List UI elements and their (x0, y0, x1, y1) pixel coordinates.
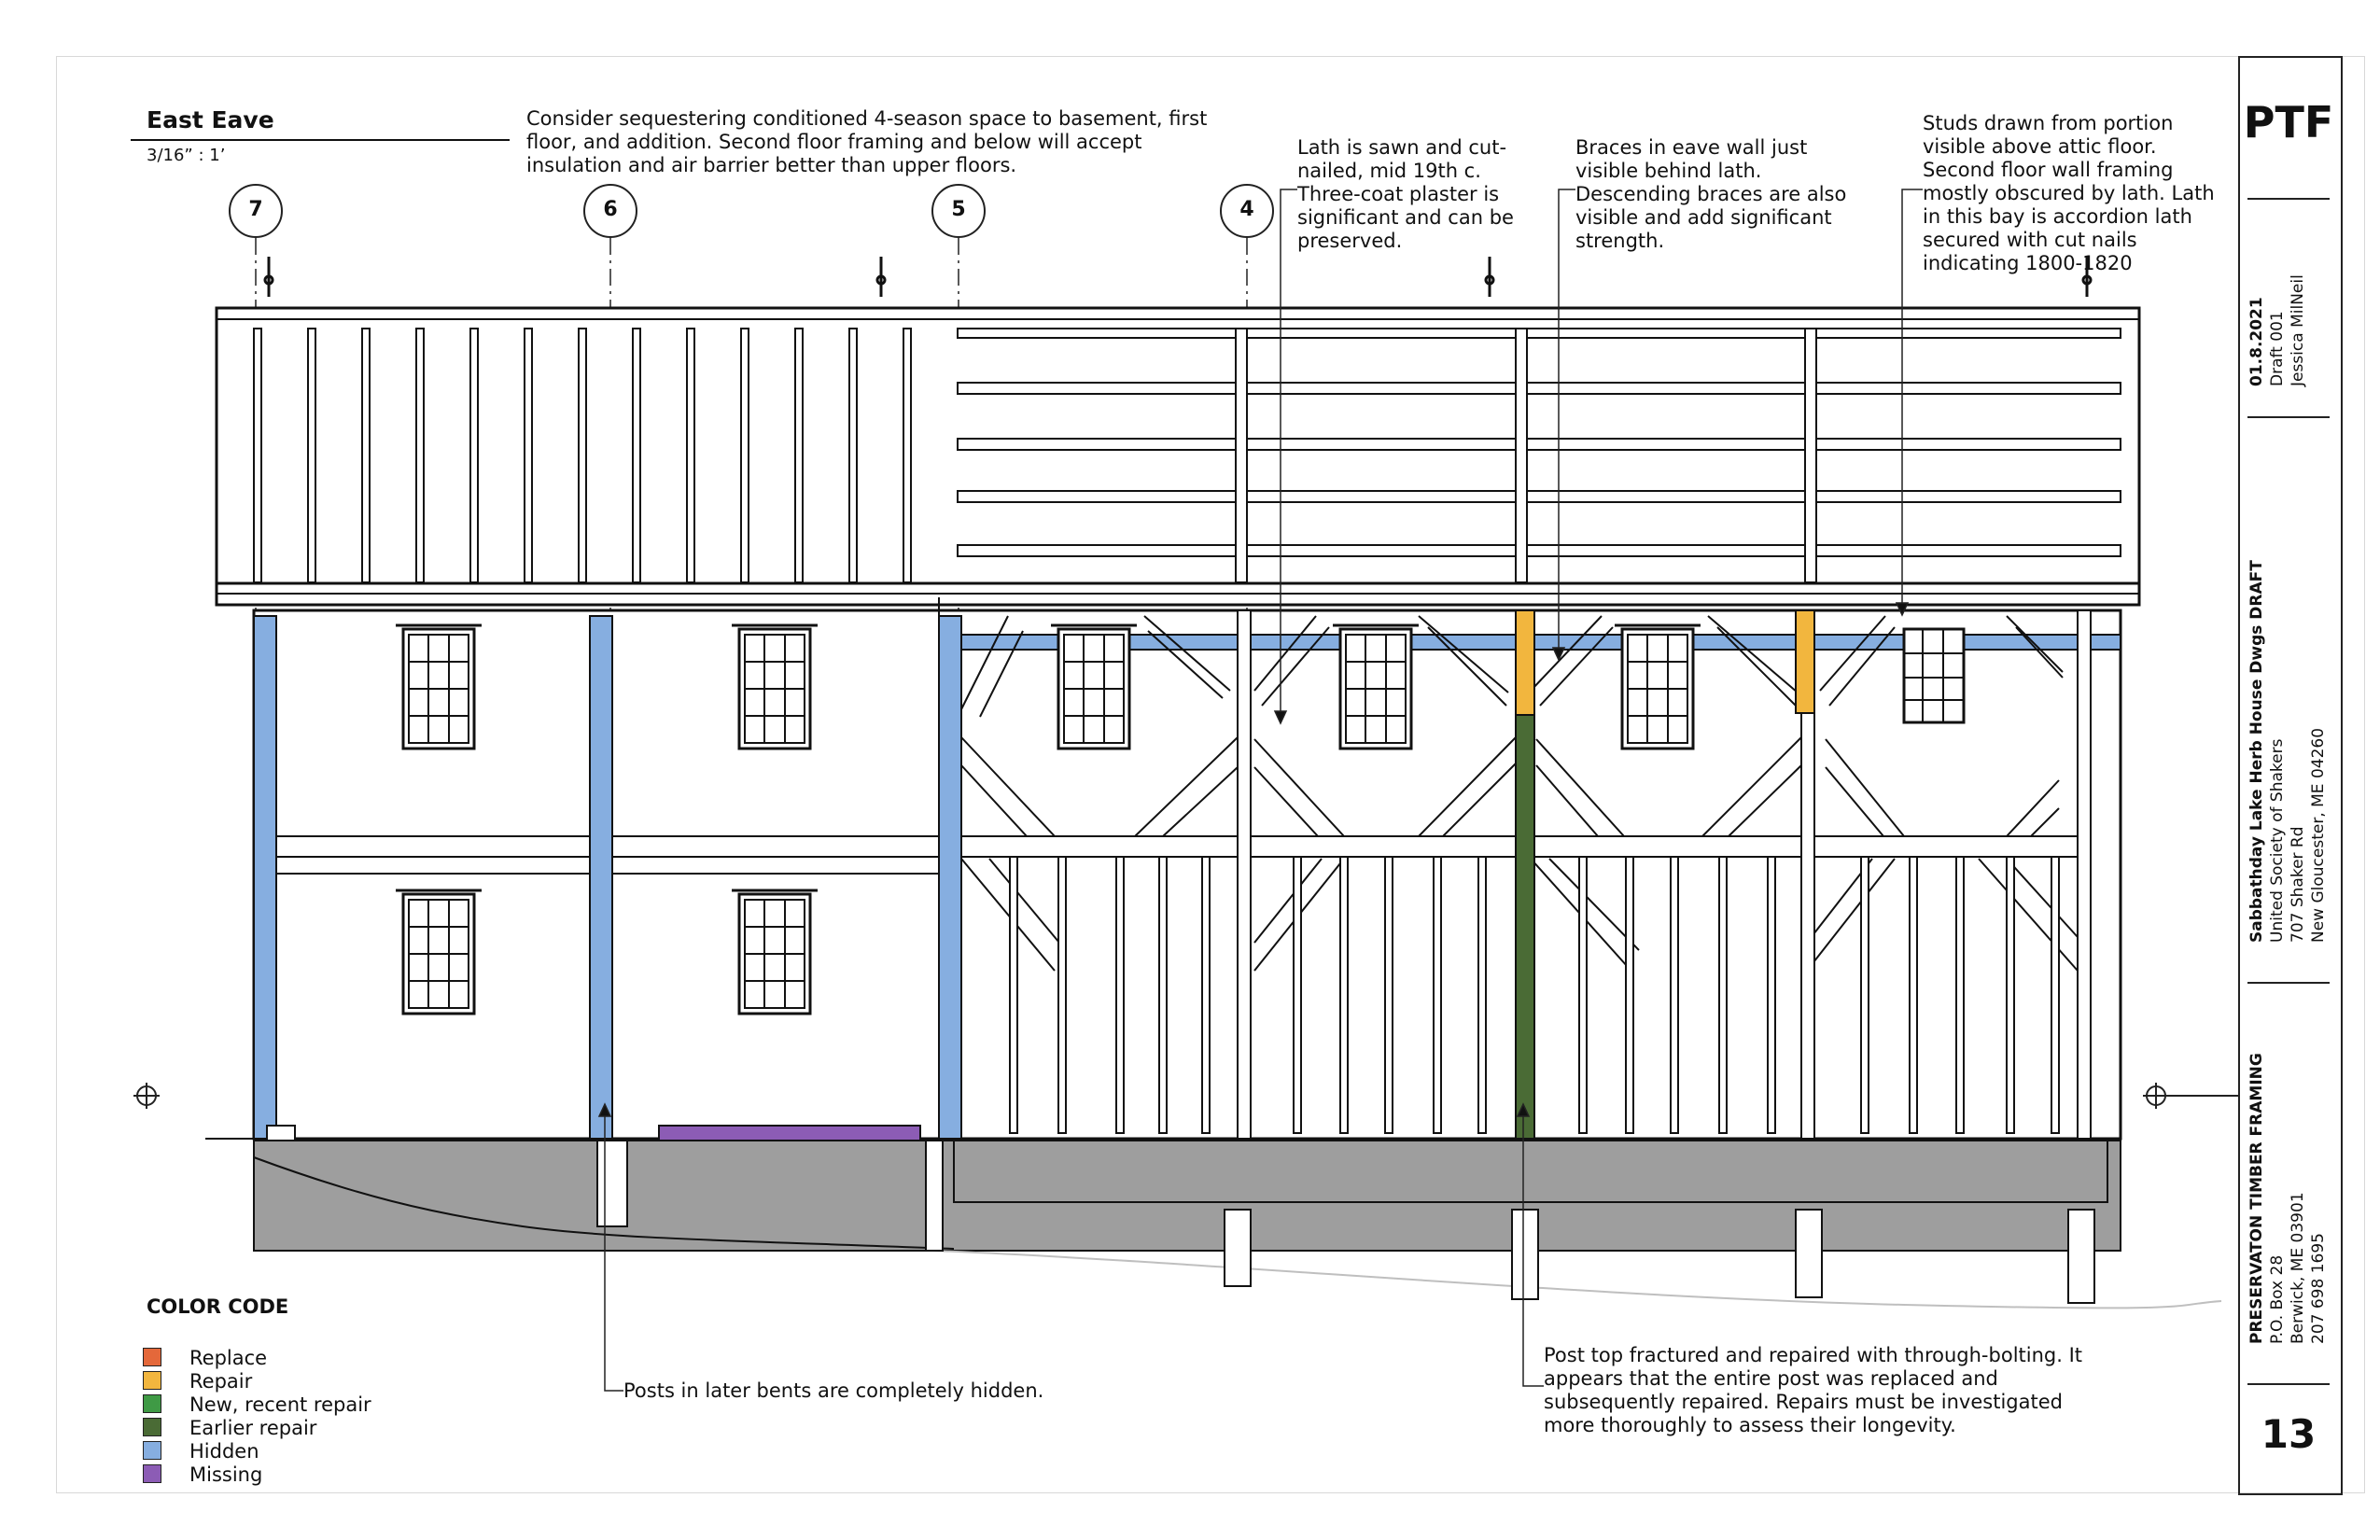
note-basement: Consider sequestering conditioned 4-seas… (526, 107, 1208, 176)
sheet-number: 13 (2261, 1411, 2317, 1457)
grid-label-6: 6 (603, 198, 618, 221)
legend-swatch (143, 1441, 161, 1460)
tb-divider (2247, 416, 2330, 418)
legend-swatch (143, 1418, 161, 1436)
legend-label: Replace (189, 1347, 268, 1369)
legend-item-missing: Missing (143, 1464, 262, 1485)
legend-item-hidden: Hidden (143, 1441, 259, 1462)
tb-divider (2247, 1383, 2330, 1385)
legend-swatch (143, 1348, 161, 1366)
tb-divider (2247, 198, 2330, 200)
grid-label-4: 4 (1239, 198, 1254, 221)
sheet-border (56, 56, 2365, 1493)
tb-address2: New Gloucester, ME 04260 (2309, 727, 2328, 943)
legend-label: Repair (189, 1370, 253, 1393)
grid-label-5: 5 (951, 198, 966, 221)
note-studs: Studs drawn from portion visible above a… (1923, 112, 2215, 274)
tb-date: 01.8.2021 (2247, 297, 2266, 386)
title-block-frame (2238, 56, 2343, 1495)
legend-item-earlier-repair: Earlier repair (143, 1418, 316, 1438)
tb-firm-phone: 207 698 1695 (2309, 1233, 2328, 1344)
legend-label: Hidden (189, 1440, 259, 1463)
grid-label-7: 7 (248, 198, 263, 221)
legend-label: Earlier repair (189, 1417, 317, 1439)
note-post-top: Post top fractured and repaired with thr… (1544, 1344, 2083, 1436)
legend-title: COLOR CODE (147, 1295, 289, 1318)
note-lath: Lath is sawn and cut- nailed, mid 19th c… (1297, 136, 1514, 252)
tb-divider (2247, 982, 2330, 984)
note-braces: Braces in eave wall just visible behind … (1575, 136, 1847, 252)
tb-project: Sabbathday Lake Herb House Dwgs DRAFT (2247, 560, 2266, 943)
tb-draft: Draft 001 (2268, 311, 2287, 386)
legend-swatch (143, 1371, 161, 1390)
tb-firm-city: Berwick, ME 03901 (2289, 1192, 2307, 1344)
legend-label: New, recent repair (189, 1393, 371, 1416)
legend-label: Missing (189, 1463, 263, 1486)
legend-swatch (143, 1464, 161, 1483)
title-underline (131, 139, 510, 141)
drawing-scale: 3/16” : 1’ (147, 146, 226, 165)
note-posts-hidden: Posts in later bents are completely hidd… (623, 1379, 1044, 1402)
legend-item-repair: Repair (143, 1371, 252, 1392)
legend-item-new-repair: New, recent repair (143, 1394, 371, 1415)
firm-abbrev: PTF (2243, 97, 2334, 147)
tb-firm: PRESERVATON TIMBER FRAMING (2247, 1053, 2266, 1344)
tb-client: United Society of Shakers (2268, 738, 2287, 943)
tb-firm-po: P.O. Box 28 (2268, 1254, 2287, 1344)
tb-author: Jessica MilNeil (2289, 274, 2307, 386)
legend-item-replace: Replace (143, 1348, 267, 1368)
tb-address1: 707 Shaker Rd (2289, 826, 2307, 943)
drawing-title: East Eave (147, 106, 274, 133)
legend-swatch (143, 1394, 161, 1413)
